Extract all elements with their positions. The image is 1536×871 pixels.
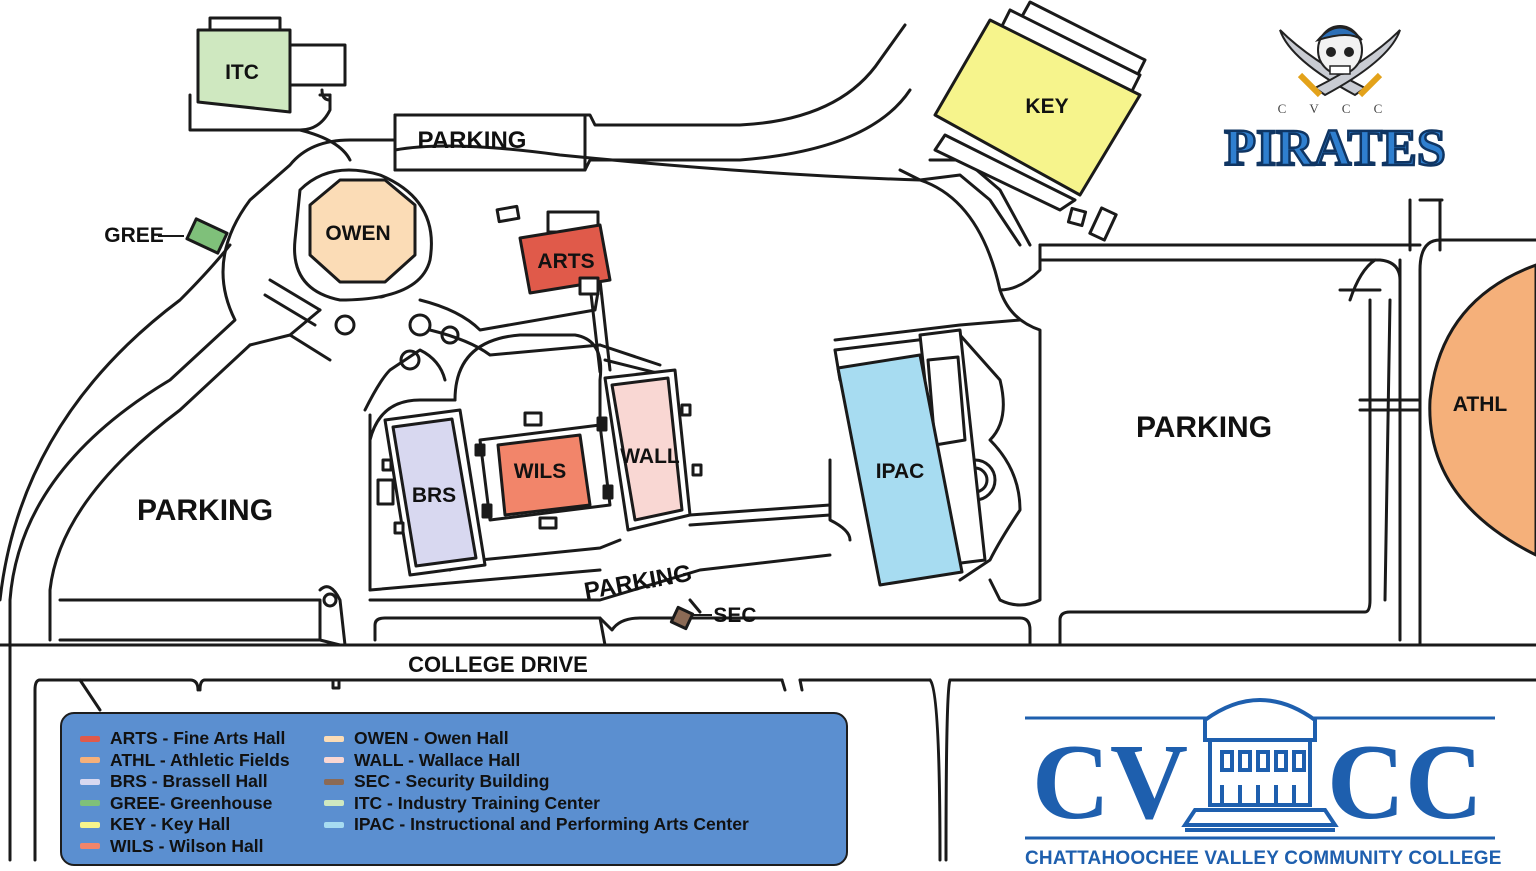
legend-item: WALL - Wallace Hall: [324, 750, 749, 772]
building-gree[interactable]: GREE: [104, 217, 229, 255]
legend-swatch: [324, 757, 344, 764]
legend-item: OWEN - Owen Hall: [324, 728, 749, 750]
cvcc-left-letters: CV: [1032, 723, 1188, 842]
legend-label: GREE- Greenhouse: [110, 792, 273, 813]
legend-item: GREE- Greenhouse: [80, 793, 290, 815]
itc-label: ITC: [225, 61, 259, 84]
legend-item: ATHL - Athletic Fields: [80, 750, 290, 772]
building-brs[interactable]: BRS: [376, 408, 487, 577]
parking-left-label: PARKING: [137, 494, 273, 527]
sec-label: SEC: [713, 604, 756, 627]
parking-center-label: PARKING: [582, 560, 694, 605]
legend-swatch: [80, 843, 100, 850]
legend-swatch: [80, 757, 100, 764]
key-label: KEY: [1025, 95, 1068, 118]
legend-label: IPAC - Instructional and Performing Arts…: [354, 814, 749, 835]
legend-item: BRS - Brassell Hall: [80, 771, 290, 793]
left-loop-outer: [8, 138, 397, 862]
cvcc-right-letters: CC: [1327, 723, 1483, 842]
legend-label: SEC - Security Building: [354, 771, 550, 792]
legend-item: ARTS - Fine Arts Hall: [80, 728, 290, 750]
legend-swatch: [324, 778, 344, 785]
legend-label: ARTS - Fine Arts Hall: [110, 728, 286, 749]
legend-label: KEY - Key Hall: [110, 814, 231, 835]
legend-swatch: [324, 735, 344, 742]
parking-top-label: PARKING: [418, 127, 527, 154]
building-key[interactable]: KEY: [933, 0, 1147, 242]
wils-label: WILS: [514, 460, 567, 483]
legend-item: KEY - Key Hall: [80, 814, 290, 836]
college-drive-label: COLLEGE DRIVE: [408, 652, 588, 677]
legend-swatch: [80, 735, 100, 742]
legend-item: WILS - Wilson Hall: [80, 836, 290, 858]
athletic-fields[interactable]: ATHL: [1428, 263, 1536, 557]
legend-label: ITC - Industry Training Center: [354, 792, 600, 813]
gree-label: GREE: [104, 224, 164, 247]
cvcc-logo: CV CC: [1025, 698, 1495, 842]
legend-label: WILS - Wilson Hall: [110, 835, 264, 856]
legend-label: BRS - Brassell Hall: [110, 771, 268, 792]
ipac-label: IPAC: [876, 460, 925, 483]
building-arts[interactable]: ARTS: [495, 204, 612, 296]
owen-label: OWEN: [325, 222, 390, 245]
brs-label: BRS: [412, 484, 456, 507]
pirates-wordmark: PIRATES: [1224, 120, 1446, 177]
building-itc[interactable]: ITC: [196, 16, 292, 114]
wall-label: WALL: [620, 445, 680, 468]
pirates-logo: C V C C PIRATES: [1223, 25, 1447, 178]
legend-label: ATHL - Athletic Fields: [110, 749, 290, 770]
legend-swatch: [80, 821, 100, 828]
legend-label: WALL - Wallace Hall: [354, 749, 521, 770]
legend-swatch: [80, 800, 100, 807]
building-ipac[interactable]: IPAC: [836, 328, 987, 587]
buildings: ITC KEY OWEN GREE: [104, 0, 1536, 631]
legend-item: SEC - Security Building: [324, 771, 749, 793]
legend-label: OWEN - Owen Hall: [354, 728, 509, 749]
parking-right-label: PARKING: [1136, 411, 1272, 444]
arts-label: ARTS: [537, 250, 594, 273]
pirates-cvcc-text: C V C C: [1278, 101, 1393, 116]
legend-swatch: [324, 821, 344, 828]
rotunda-icon: [1181, 698, 1339, 832]
college-name: CHATTAHOOCHEE VALLEY COMMUNITY COLLEGE: [1025, 848, 1502, 869]
athl-label: ATHL: [1453, 393, 1508, 416]
building-sec[interactable]: SEC: [669, 604, 757, 631]
legend-swatch: [324, 800, 344, 807]
legend-swatch: [80, 778, 100, 785]
legend-item: IPAC - Instructional and Performing Arts…: [324, 814, 749, 836]
legend-item: ITC - Industry Training Center: [324, 793, 749, 815]
building-wils[interactable]: WILS: [474, 411, 614, 530]
building-wall[interactable]: WALL: [603, 368, 703, 532]
building-owen[interactable]: OWEN: [293, 168, 433, 302]
